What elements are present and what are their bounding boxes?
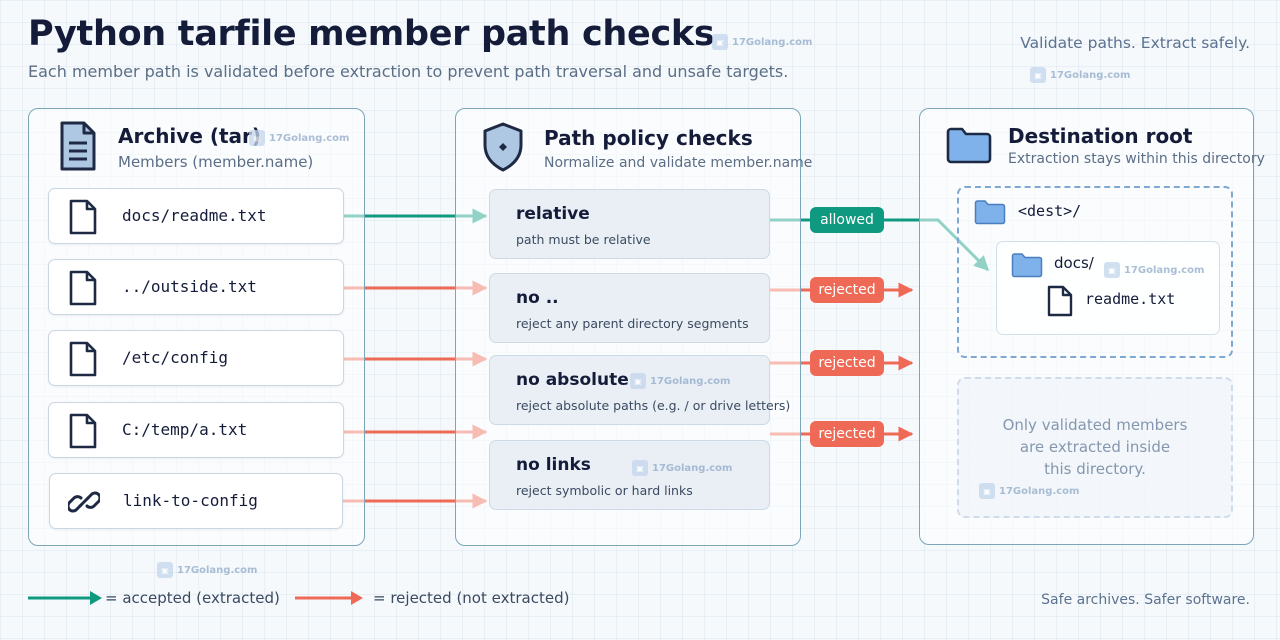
note-line: Only validated members	[1002, 416, 1188, 434]
file-icon	[67, 270, 99, 306]
destination-subtitle: Extraction stays within this directory	[1008, 151, 1265, 167]
legend-accepted: = accepted (extracted)	[105, 589, 280, 607]
destination-tree	[957, 186, 1233, 358]
check-title: no absolute	[516, 370, 629, 390]
file-icon	[67, 341, 99, 377]
watermark-text: 17Golang.com	[1050, 69, 1131, 81]
validated-note: Only validated members are extracted ins…	[957, 414, 1233, 480]
check-desc: reject absolute paths (e.g. / or drive l…	[516, 398, 791, 413]
watermark: ▣ 17Golang.com	[979, 483, 1079, 499]
watermark: ▣ 17Golang.com	[632, 460, 732, 476]
check-no-parent: no .. reject any parent directory segmen…	[489, 273, 770, 343]
rejected-badge: rejected	[810, 277, 884, 303]
file-icon	[67, 413, 99, 449]
docs-folder-label: docs/	[1054, 254, 1094, 272]
legend-accepted-arrow	[28, 591, 102, 605]
folder-icon	[1011, 252, 1043, 278]
check-title: relative	[516, 204, 590, 224]
archive-title: Archive (tar)	[118, 124, 262, 148]
member-name: C:/temp/a.txt	[122, 420, 248, 439]
check-desc: reject any parent directory segments	[516, 316, 749, 331]
watermark: ▣ 17Golang.com	[1104, 262, 1204, 278]
policy-subtitle: Normalize and validate member.name	[544, 155, 813, 171]
shield-icon	[481, 121, 525, 173]
validated-note-box	[957, 377, 1233, 518]
member-windows-path[interactable]: C:/temp/a.txt	[48, 402, 344, 458]
rejected-badge: rejected	[810, 421, 884, 447]
legend-rejected-arrow	[295, 591, 363, 605]
folder-icon	[946, 126, 992, 164]
watermark: ▣ 17Golang.com	[712, 34, 812, 50]
watermark-text: 17Golang.com	[650, 375, 731, 387]
watermark-text: 17Golang.com	[732, 36, 813, 48]
check-no-absolute: no absolute reject absolute paths (e.g. …	[489, 355, 790, 425]
check-desc: reject symbolic or hard links	[516, 483, 693, 498]
note-line: are extracted inside	[1019, 438, 1171, 456]
docs-folder-box	[996, 241, 1220, 335]
watermark-text: 17Golang.com	[999, 485, 1080, 497]
member-link[interactable]: link-to-config	[49, 473, 343, 529]
watermark-icon: ▣	[1104, 262, 1120, 278]
file-icon	[67, 199, 99, 235]
member-outside[interactable]: ../outside.txt	[48, 259, 344, 315]
footer-text: Safe archives. Safer software.	[1041, 592, 1250, 608]
watermark: ▣ 17Golang.com	[157, 562, 257, 578]
member-docs-readme[interactable]: docs/readme.txt	[48, 188, 344, 244]
tagline: Validate paths. Extract safely.	[1020, 34, 1250, 52]
member-etc-config[interactable]: /etc/config	[48, 330, 344, 386]
member-name: link-to-config	[123, 491, 258, 510]
legend-rejected: = rejected (not extracted)	[373, 589, 570, 607]
watermark-icon: ▣	[979, 483, 995, 499]
note-line: this directory.	[1044, 460, 1146, 478]
member-name: ../outside.txt	[122, 277, 257, 296]
check-title: no ..	[516, 288, 559, 308]
policy-title: Path policy checks	[544, 126, 753, 150]
member-name: docs/readme.txt	[122, 206, 267, 225]
watermark-text: 17Golang.com	[269, 132, 350, 144]
destination-title: Destination root	[1008, 124, 1193, 148]
watermark: ▣ 17Golang.com	[249, 130, 349, 146]
check-title: no links	[516, 455, 591, 475]
destination-root-label: <dest>/	[1018, 202, 1082, 220]
member-name: /etc/config	[122, 348, 228, 367]
watermark-icon: ▣	[632, 460, 648, 476]
archive-subtitle: Members (member.name)	[118, 153, 314, 171]
watermark-icon: ▣	[1030, 67, 1046, 83]
check-no-links: no links reject symbolic or hard links	[489, 440, 770, 510]
watermark-icon: ▣	[630, 373, 646, 389]
page-subtitle: Each member path is validated before ext…	[28, 62, 789, 81]
watermark: ▣ 17Golang.com	[1030, 67, 1130, 83]
folder-icon	[974, 199, 1006, 225]
watermark-text: 17Golang.com	[652, 462, 733, 474]
check-relative: relative path must be relative	[489, 189, 770, 259]
file-icon	[1046, 285, 1074, 317]
watermark-icon: ▣	[249, 130, 265, 146]
watermark-icon: ▣	[712, 34, 728, 50]
watermark-text: 17Golang.com	[177, 564, 258, 576]
rejected-badge: rejected	[810, 350, 884, 376]
document-icon	[58, 121, 98, 171]
allowed-badge: allowed	[810, 207, 884, 233]
watermark: ▣ 17Golang.com	[630, 373, 730, 389]
link-icon	[66, 484, 102, 520]
readme-file-label: readme.txt	[1085, 290, 1176, 308]
page-title: Python tarfile member path checks	[28, 14, 715, 54]
watermark-text: 17Golang.com	[1124, 264, 1205, 276]
watermark-icon: ▣	[157, 562, 173, 578]
check-desc: path must be relative	[516, 232, 651, 247]
